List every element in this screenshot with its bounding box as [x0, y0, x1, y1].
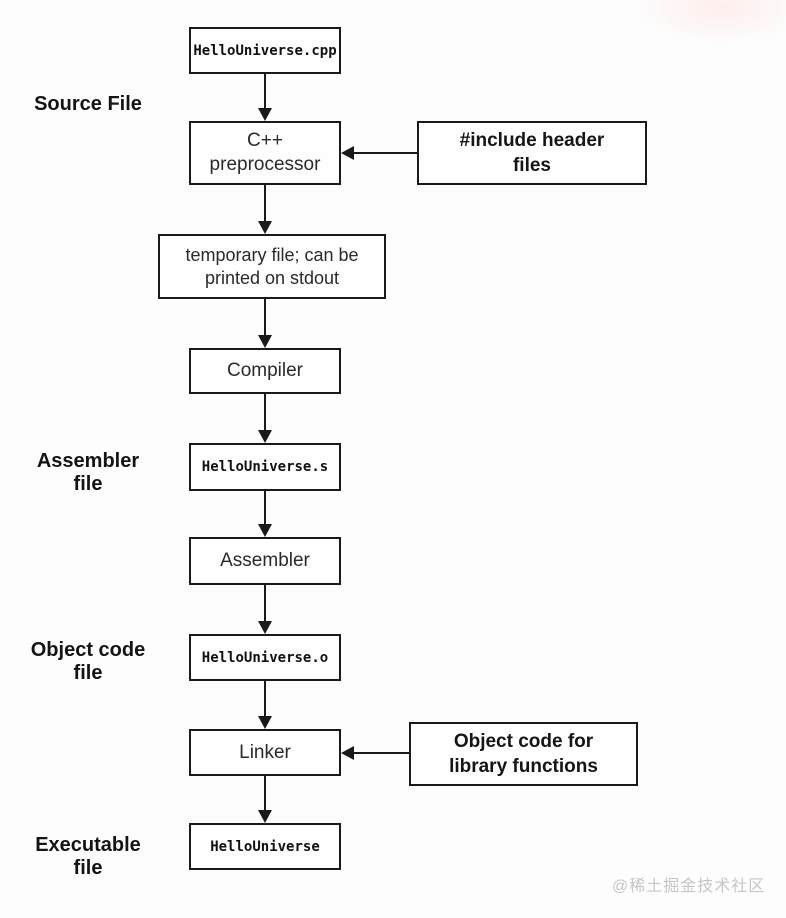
node-source-file: HelloUniverse.cpp	[189, 27, 341, 74]
node-assembler-file: HelloUniverse.s	[189, 443, 341, 491]
label-source-file: Source File	[34, 93, 142, 115]
label-assembler-file: Assembler file	[36, 450, 140, 495]
arrow-source-to-preprocessor-icon	[258, 74, 272, 121]
arrow-preprocessor-to-tempfile-icon	[258, 185, 272, 234]
arrow-asmfile-to-assembler-icon	[258, 491, 272, 537]
label-executable-file: Executable file	[35, 834, 141, 879]
node-preprocessor: C++ preprocessor	[189, 121, 341, 185]
node-executable: HelloUniverse	[189, 823, 341, 870]
arrow-tempfile-to-compiler-icon	[258, 299, 272, 348]
node-assembler: Assembler	[189, 537, 341, 585]
node-temporary-file: temporary file; can be printed on stdout	[158, 234, 386, 299]
node-compiler: Compiler	[189, 348, 341, 394]
watermark: @稀土掘金技术社区	[612, 878, 766, 895]
node-library-object-code: Object code for library functions	[409, 722, 638, 786]
arrow-library-to-linker-icon	[341, 746, 409, 760]
node-include-headers: #include header files	[417, 121, 647, 185]
arrow-linker-to-executable-icon	[258, 776, 272, 823]
node-linker: Linker	[189, 729, 341, 776]
arrow-includes-to-preprocessor-icon	[341, 146, 417, 160]
node-object-file: HelloUniverse.o	[189, 634, 341, 681]
pink-smudge-artifact	[636, 0, 786, 45]
arrow-objfile-to-linker-icon	[258, 681, 272, 729]
label-object-code-file: Object code file	[30, 639, 146, 684]
arrow-assembler-to-objfile-icon	[258, 585, 272, 634]
arrow-compiler-to-asmfile-icon	[258, 394, 272, 443]
